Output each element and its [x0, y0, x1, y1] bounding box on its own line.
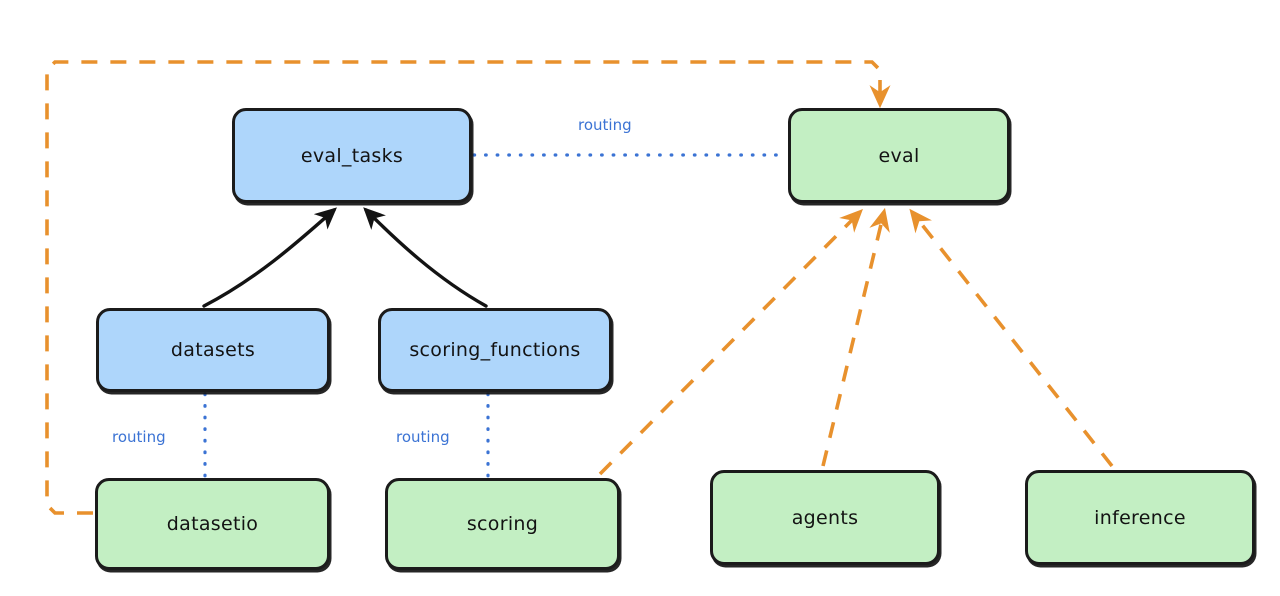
node-label-agents: agents [791, 506, 859, 529]
node-datasetio[interactable]: datasetio [95, 478, 330, 570]
node-label-scoring: scoring [466, 513, 539, 535]
node-label-inference: inference [1094, 506, 1186, 529]
edge-label-routing-eval-tasks-eval: routing [578, 116, 632, 134]
node-label-eval: eval [878, 144, 920, 167]
node-label-datasets: datasets [170, 339, 256, 361]
edge-datasets-to-eval-tasks [202, 207, 337, 308]
node-agents[interactable]: agents [710, 470, 940, 565]
node-label-datasetio: datasetio [166, 513, 259, 535]
node-label-eval-tasks: eval_tasks [300, 144, 404, 167]
node-scoring-functions[interactable]: scoring_functions [378, 308, 612, 392]
node-eval-tasks[interactable]: eval_tasks [232, 108, 472, 203]
edge-inference-to-eval [909, 208, 1114, 468]
edge-agents-to-eval [821, 207, 890, 467]
edge-label-routing-scoring-functions-scoring: routing [396, 428, 450, 446]
node-inference[interactable]: inference [1025, 470, 1255, 565]
edge-scoring-functions-to-eval-tasks [363, 207, 488, 308]
edge-scoring-to-eval [598, 209, 863, 476]
node-label-scoring-functions: scoring_functions [409, 339, 581, 361]
edge-datasetio-to-eval [45, 60, 891, 515]
edge-label-routing-datasets-datasetio: routing [112, 428, 166, 446]
node-datasets[interactable]: datasets [96, 308, 330, 392]
node-scoring[interactable]: scoring [385, 478, 620, 570]
node-eval[interactable]: eval [788, 108, 1010, 203]
